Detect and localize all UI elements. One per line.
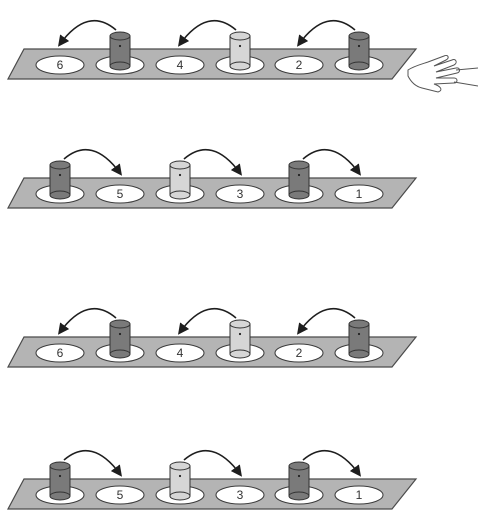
- peg-top: [50, 161, 70, 169]
- hand-icon: [408, 55, 478, 92]
- peg-base: [289, 492, 309, 500]
- peg-dot: [59, 475, 61, 477]
- peg-base: [230, 62, 250, 70]
- peg-row-3: 6 4 2: [8, 309, 416, 367]
- slot-number: 4: [177, 346, 184, 360]
- peg-icon: [289, 161, 309, 199]
- slot-number: 6: [57, 58, 64, 72]
- peg-base: [110, 350, 130, 358]
- peg-top: [110, 32, 130, 40]
- peg-icon: [289, 462, 309, 500]
- slot-number: 3: [237, 488, 244, 502]
- peg-dot: [119, 333, 121, 335]
- curved-arrow-icon: [64, 451, 120, 474]
- peg-icon: [349, 320, 369, 358]
- peg-base: [349, 350, 369, 358]
- slot-number: 5: [117, 187, 124, 201]
- peg-top: [170, 462, 190, 470]
- peg-icon: [50, 462, 70, 500]
- peg-icon: [110, 320, 130, 358]
- peg-row-2: 5 3 1: [8, 150, 416, 208]
- slot-number: 4: [177, 58, 184, 72]
- peg-icon: [230, 320, 250, 358]
- peg-dot: [239, 45, 241, 47]
- peg-dot: [358, 45, 360, 47]
- slot-number: 5: [117, 488, 124, 502]
- peg-base: [230, 350, 250, 358]
- peg-dot: [239, 333, 241, 335]
- peg-base: [50, 492, 70, 500]
- peg-top: [289, 161, 309, 169]
- curved-arrow-icon: [184, 150, 240, 173]
- curved-arrow-icon: [303, 150, 359, 173]
- slot-number: 1: [356, 187, 363, 201]
- peg-icon: [170, 462, 190, 500]
- peg-dot: [298, 174, 300, 176]
- peg-dot: [59, 174, 61, 176]
- peg-base: [50, 191, 70, 199]
- slot-number: 3: [237, 187, 244, 201]
- hand-outline: [408, 55, 460, 92]
- peg-row-4: 5 3 1: [8, 451, 416, 509]
- curved-arrow-icon: [180, 309, 236, 332]
- peg-dot: [358, 333, 360, 335]
- peg-base: [170, 492, 190, 500]
- peg-dot: [119, 45, 121, 47]
- slot-number: 2: [296, 58, 303, 72]
- peg-top: [349, 32, 369, 40]
- peg-dot: [179, 174, 181, 176]
- slot-number: 1: [356, 488, 363, 502]
- curved-arrow-icon: [64, 150, 120, 173]
- peg-top: [230, 32, 250, 40]
- curved-arrow-icon: [299, 21, 355, 44]
- curved-arrow-icon: [180, 21, 236, 44]
- peg-base: [349, 62, 369, 70]
- curved-arrow-icon: [60, 21, 116, 44]
- peg-top: [170, 161, 190, 169]
- peg-row-1: 6 4 2: [8, 21, 478, 92]
- peg-top: [110, 320, 130, 328]
- peg-icon: [230, 32, 250, 70]
- peg-base: [289, 191, 309, 199]
- peg-top: [230, 320, 250, 328]
- peg-base: [110, 62, 130, 70]
- peg-base: [170, 191, 190, 199]
- curved-arrow-icon: [60, 309, 116, 332]
- slot-number: 6: [57, 346, 64, 360]
- curved-arrow-icon: [303, 451, 359, 474]
- peg-top: [289, 462, 309, 470]
- peg-icon: [110, 32, 130, 70]
- slot-number: 2: [296, 346, 303, 360]
- peg-dot: [179, 475, 181, 477]
- peg-top: [50, 462, 70, 470]
- peg-icon: [349, 32, 369, 70]
- peg-top: [349, 320, 369, 328]
- peg-dot: [298, 475, 300, 477]
- curved-arrow-icon: [299, 309, 355, 332]
- peg-icon: [50, 161, 70, 199]
- peg-icon: [170, 161, 190, 199]
- hand-wrist: [454, 82, 478, 86]
- curved-arrow-icon: [184, 451, 240, 474]
